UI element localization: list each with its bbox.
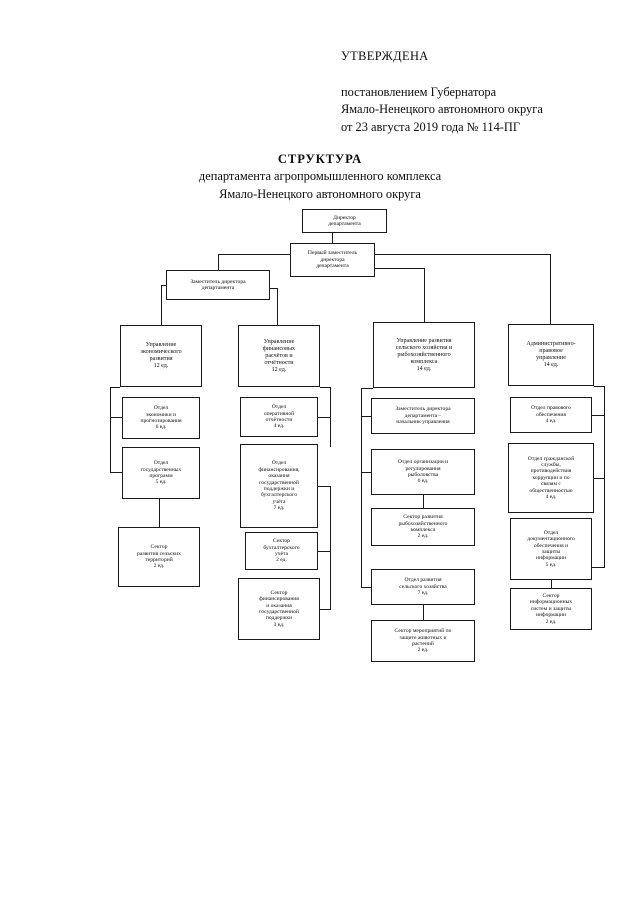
node-col4-d: Сектор информационных систем и защиты ин…: [510, 588, 592, 630]
connector-deputy-drop-col2: [277, 288, 278, 325]
connector-col3-d-to-e: [423, 605, 424, 620]
connector-fd-right-bus-col3: [375, 268, 425, 269]
document-subtitle-2: Ямало-Ненецкого автономного округа: [219, 187, 421, 202]
connector-col1-bus: [110, 387, 111, 473]
connector-col2-stub-b: [318, 486, 330, 487]
node-col3-b: Отдел организации и регулирования рыболо…: [371, 449, 475, 495]
connector-col4-stub-c: [592, 567, 604, 568]
connector-col2-stub-head: [320, 387, 330, 388]
node-col4-head: Административно- правовое управление 14 …: [508, 324, 594, 386]
node-col2-c: Сектор бухгалтерского учёта 2 ед.: [245, 532, 318, 570]
document-subtitle-1: департамента агропромышленного комплекса: [198, 169, 442, 184]
connector-col2-stub-d: [320, 609, 330, 610]
node-col1-c: Сектор развития сельских территорий 2 ед…: [118, 527, 200, 587]
page-title: СТРУКТУРА: [277, 152, 363, 166]
connector-col3-stub-a: [361, 416, 371, 417]
connector-fd-drop-col4: [550, 254, 551, 324]
node-col4-c: Отдел документационного обеспечения и за…: [510, 518, 592, 580]
node-col3-d: Отдел развития сельского хозяйства 7 ед.: [371, 569, 475, 605]
connector-col4-stub-a: [592, 415, 604, 416]
node-col1-b: Отдел государственных программ 5 ед.: [122, 447, 200, 499]
connector-col3-stub-b: [361, 472, 371, 473]
connector-col3-stub-head: [361, 388, 373, 389]
node-col3-c: Сектор развития рыбохозяйственного компл…: [371, 508, 475, 546]
node-director: Директор департамента: [302, 209, 387, 233]
node-col3-head: Управление развития сельского хозяйства …: [373, 322, 475, 388]
connector-col3-stub-d: [361, 587, 371, 588]
approval-line-3: от 23 августа 2019 года № 114-ПГ: [341, 119, 520, 134]
connector-col1-stub-head: [110, 387, 120, 388]
connector-deputy-bus: [161, 285, 170, 286]
connector-col3-b-to-c: [423, 495, 424, 508]
approval-title: УТВЕРЖДЕНА: [341, 49, 429, 63]
connector-director-first-deputy: [332, 233, 333, 243]
approval-block: УТВЕРЖДЕНА постановлением Губернатора Ям…: [341, 48, 611, 136]
connector-col1-stub-a: [110, 417, 122, 418]
node-col4-a: Отдел правового обеспечения 4 ед.: [510, 397, 592, 433]
connector-fd-right-bus-col4: [375, 254, 551, 255]
node-col1-head: Управление экономического развития 12 ед…: [120, 325, 202, 387]
connector-col2-stub-c: [318, 551, 330, 552]
node-deputy-director: Заместитель директора департамента: [166, 270, 270, 300]
connector-col4-stub-b: [594, 478, 604, 479]
node-col4-b: Отдел гражданской службы, противодействи…: [508, 443, 594, 513]
node-col2-b: Отдел финансирования, оказания государст…: [240, 444, 318, 528]
node-first-deputy: Первый заместитель директора департамент…: [290, 243, 375, 277]
connector-col4-c-to-d: [551, 580, 552, 588]
connector-col2-bus-upper: [330, 387, 331, 447]
connector-fd-left-bus: [218, 254, 290, 255]
connector-col1-stub-b: [110, 472, 122, 473]
connector-col1-b-to-c: [159, 499, 160, 527]
node-col3-e: Сектор мероприятий по защите животных и …: [371, 620, 475, 662]
node-col2-a: Отдел оперативной отчётности 4 ед.: [240, 397, 318, 437]
connector-col2-stub-a: [318, 417, 330, 418]
connector-deputy-bus-right: [266, 288, 278, 289]
connector-fd-to-deputy: [218, 254, 219, 270]
approval-line-1: постановлением Губернатора: [341, 84, 497, 99]
connector-col4-bus: [604, 386, 605, 568]
connector-col3-bus: [361, 388, 362, 588]
connector-deputy-drop-col1: [161, 285, 162, 325]
document-title-block: СТРУКТУРА департамента агропромышленного…: [0, 150, 640, 204]
connector-col4-stub-head: [594, 386, 604, 387]
node-col2-head: Управление финансовых расчётов и отчётно…: [238, 325, 320, 387]
approval-line-2: Ямало-Ненецкого автономного округа: [341, 102, 543, 117]
node-col3-a: Заместитель директора департамента – нач…: [371, 398, 475, 434]
connector-fd-drop-col3: [424, 268, 425, 322]
node-col2-d: Сектор финансирования и оказания государ…: [238, 578, 320, 640]
node-col1-a: Отдел экономики и прогнозирования 6 ед.: [122, 397, 200, 439]
connector-col2-bus-lower: [330, 486, 331, 610]
